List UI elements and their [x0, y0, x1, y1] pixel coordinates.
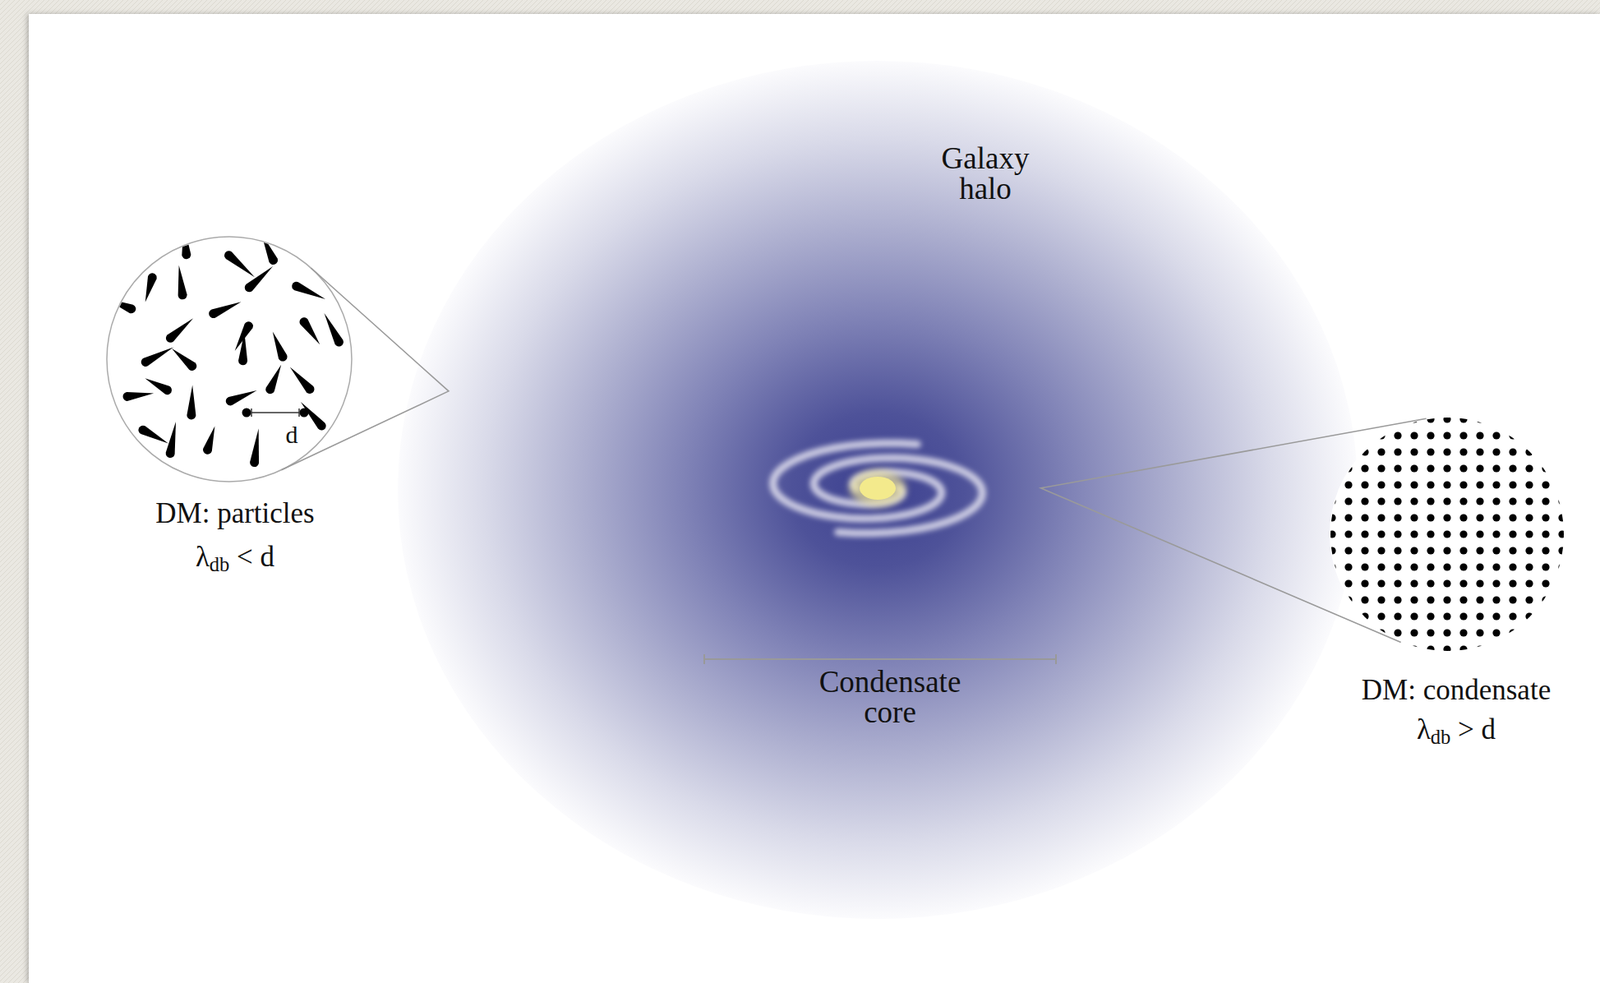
- zoom-lines: [281, 267, 449, 471]
- particle: [142, 373, 174, 397]
- particle: [264, 362, 286, 396]
- halo-label: Galaxy halo: [923, 142, 1047, 204]
- inset-heading: DM: condensate: [1324, 675, 1588, 705]
- particle: [139, 343, 176, 369]
- particle: [137, 424, 171, 448]
- particle: [320, 311, 346, 349]
- particle: [224, 386, 259, 407]
- halo-region: Galaxy haloCondensate core: [397, 60, 1358, 919]
- particle: [299, 408, 309, 418]
- particle: [242, 408, 252, 418]
- zoom-inset: DM: condensateλdb > d: [1329, 416, 1565, 652]
- halo-shape: [397, 60, 1358, 919]
- galaxy-bulge: [859, 476, 896, 500]
- particle: [174, 264, 188, 300]
- galaxy-bulge-glow: [849, 470, 906, 507]
- condensate-shape: [1329, 416, 1565, 652]
- particle: [238, 331, 249, 365]
- particle: [165, 420, 181, 459]
- particle: [140, 272, 158, 304]
- inset-heading: DM: particles: [70, 498, 400, 528]
- particle: [202, 424, 220, 456]
- inset-condition: λdb > d: [1324, 714, 1588, 744]
- condensate-lattice: [1330, 417, 1564, 651]
- particle: [164, 314, 197, 345]
- particle: [122, 388, 155, 402]
- particles-shape: [106, 236, 352, 482]
- particle: [186, 384, 197, 420]
- core-scale-bar: [704, 654, 1056, 664]
- distance-label: d: [281, 422, 303, 448]
- particle: [290, 280, 328, 304]
- particle: [257, 231, 280, 267]
- zoom-inset: dDM: particlesλdb < d: [106, 236, 352, 482]
- inset-condition: λdb < d: [70, 542, 400, 572]
- particle-group: [101, 224, 346, 468]
- particle: [179, 224, 192, 260]
- particle: [297, 315, 323, 347]
- particle: [207, 297, 243, 320]
- zoom-lines: [1041, 418, 1427, 642]
- particle: [286, 364, 317, 396]
- distance-bar: [251, 408, 300, 417]
- particle: [268, 330, 290, 364]
- particle: [222, 248, 259, 281]
- particle: [101, 293, 138, 315]
- particle: [168, 345, 199, 373]
- inset-circle: [106, 236, 352, 482]
- spiral-galaxy: [773, 442, 983, 534]
- halo-ellipse: [397, 60, 1358, 919]
- core-label: Condensate core: [799, 666, 981, 728]
- particle: [248, 428, 263, 468]
- inset-circle: [1329, 416, 1565, 652]
- particle: [243, 262, 277, 295]
